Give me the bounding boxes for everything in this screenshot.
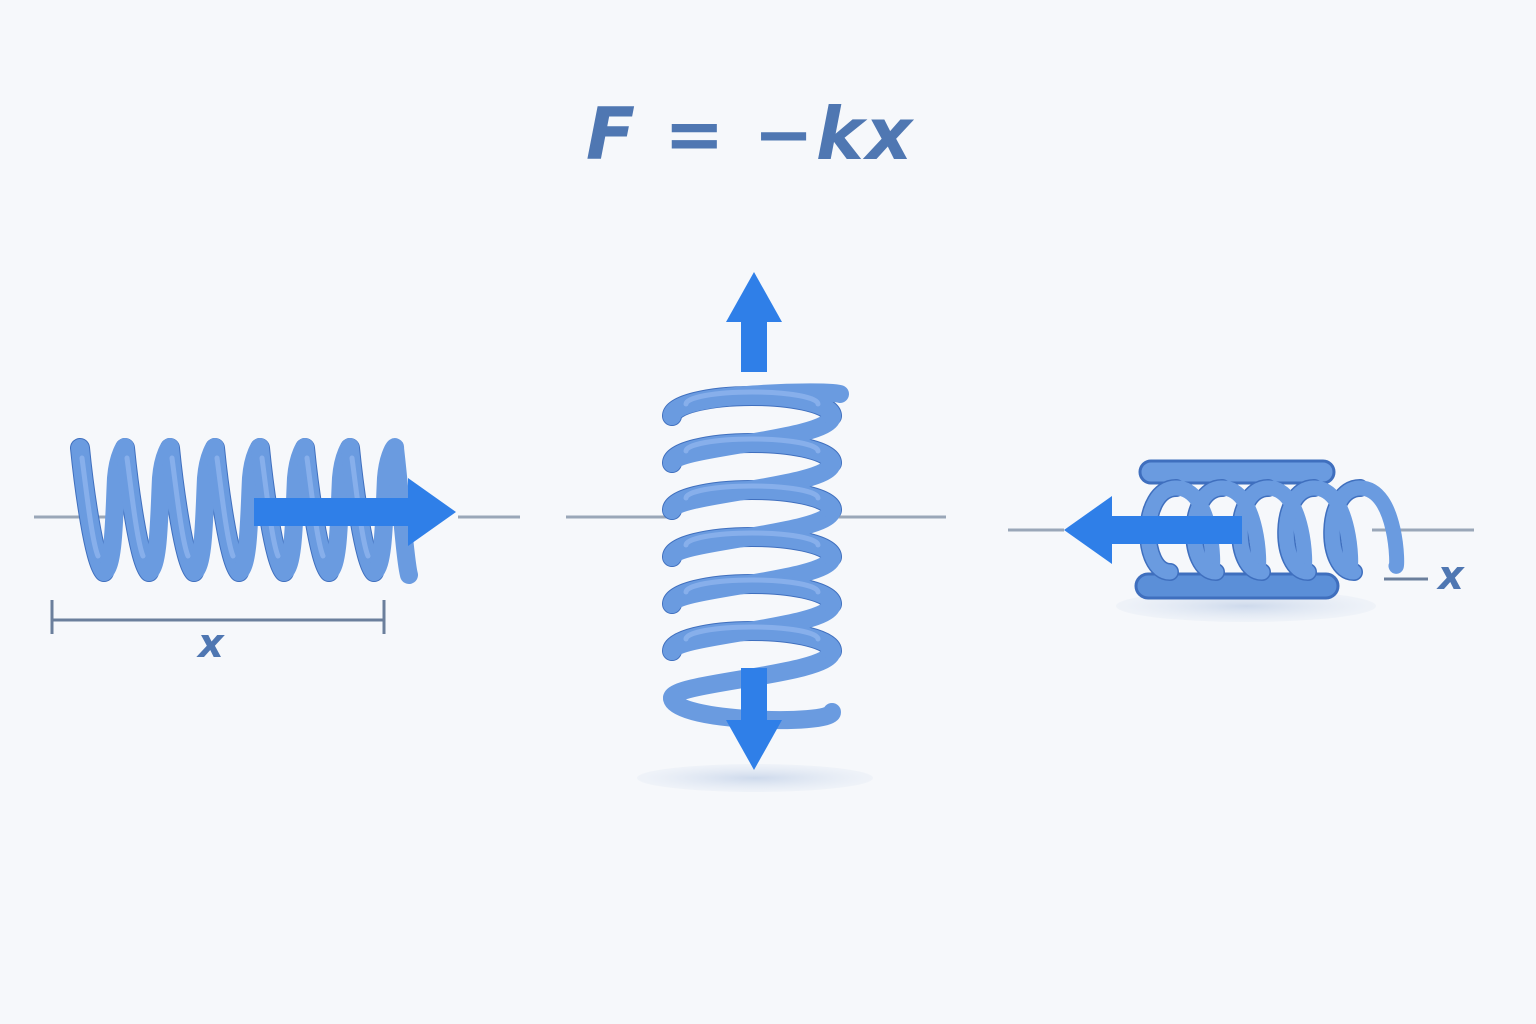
spring-coil — [663, 434, 841, 472]
spring-coil-highlight — [683, 624, 821, 642]
spring-coil — [1352, 480, 1405, 574]
spring-coil — [1324, 480, 1368, 580]
spring-coil — [663, 481, 841, 519]
spring-coil — [1278, 480, 1322, 580]
spring-coil-highlight — [169, 455, 191, 559]
spring-coil-highlight — [79, 455, 101, 559]
spring-coil-highlight — [683, 483, 821, 501]
spring-coil-highlight — [683, 436, 821, 454]
spring-coil — [663, 575, 841, 613]
stretched-spring-group — [34, 438, 520, 634]
left-displacement-label: x — [198, 621, 224, 667]
spring-coil-highlight — [124, 455, 146, 559]
spring-coil-highlight — [683, 389, 821, 407]
spring-coil-highlight — [214, 455, 236, 559]
right-displacement-label: x — [1438, 553, 1464, 599]
spring-coil — [663, 622, 841, 660]
left-displacement-bracket — [50, 600, 386, 634]
tension-spring-group — [566, 272, 946, 792]
compressed-spring-group — [1008, 459, 1474, 622]
spring-coil-highlight — [683, 530, 821, 548]
formula-title: F = −kx — [585, 92, 915, 176]
spring-coil-highlight — [683, 577, 821, 595]
arrow-right-icon — [254, 478, 456, 546]
arrow-left-icon — [1064, 496, 1242, 564]
spring-coil — [663, 528, 841, 566]
arrow-down-icon — [726, 668, 782, 770]
arrow-up-icon — [726, 272, 782, 372]
center-shadow — [637, 764, 873, 792]
